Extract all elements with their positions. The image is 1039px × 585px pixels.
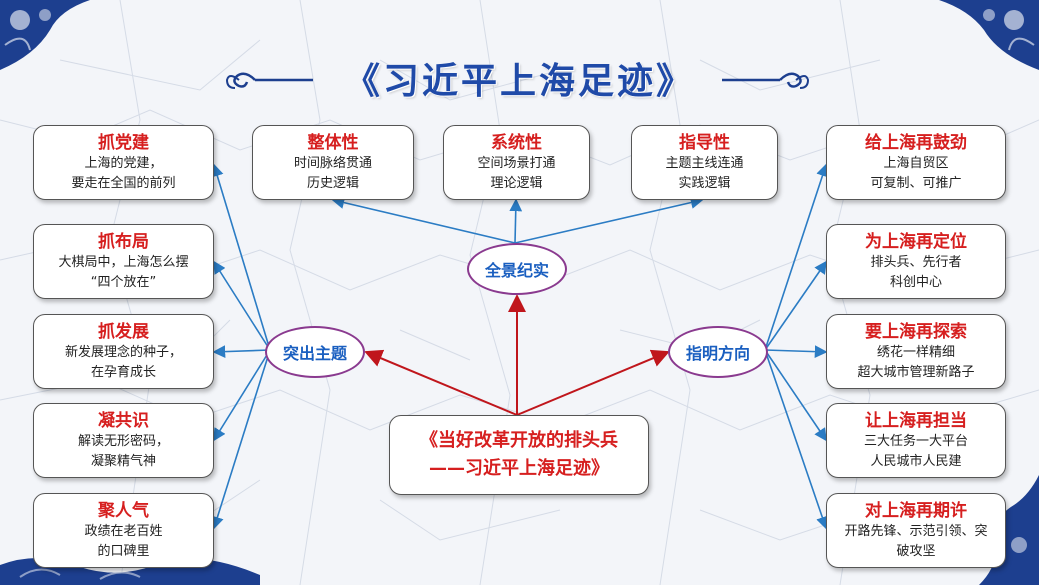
box-line: 人民城市人民建 (870, 453, 962, 469)
hub-label: 突出主题 (282, 344, 347, 363)
box-line: 超大城市管理新路子 (857, 364, 975, 380)
center-book-title: 《当好改革开放的排头兵 ——习近平上海足迹》 (389, 415, 649, 495)
top-box-1: 整体性 时间脉络贯通 历史逻辑 (252, 125, 414, 200)
box-title: 抓发展 (98, 321, 149, 342)
box-title: 抓党建 (98, 132, 149, 153)
hub-label: 指明方向 (685, 344, 750, 363)
box-line: 上海自贸区 (883, 155, 949, 171)
box-title: 凝共识 (98, 410, 149, 431)
box-line: 政绩在老百姓 (84, 523, 163, 539)
center-line-1: 《当好改革开放的排头兵 (420, 430, 618, 451)
top-box-3: 指导性 主题主线连通 实践逻辑 (631, 125, 778, 200)
box-line: 凝聚精气神 (90, 453, 156, 469)
box-line: 三大任务一大平台 (863, 433, 968, 449)
box-title: 整体性 (307, 132, 359, 153)
box-line: 新发展理念的种子， (64, 344, 182, 360)
hub-right: 指明方向 (668, 326, 768, 378)
box-title: 让上海再担当 (865, 410, 967, 431)
box-title: 聚人气 (98, 500, 149, 521)
box-line: 的口碑里 (97, 543, 150, 559)
title-ornament-left (225, 72, 313, 89)
hub-left: 突出主题 (265, 326, 365, 378)
box-title: 为上海再定位 (865, 231, 967, 252)
box-line: “四个放在” (90, 274, 157, 290)
box-line: 在孕育成长 (90, 364, 156, 380)
right-box-4: 让上海再担当 三大任务一大平台 人民城市人民建 (826, 403, 1006, 478)
box-line: 绣花一样精细 (876, 344, 955, 360)
box-line: 科创中心 (889, 274, 942, 290)
box-line: 时间脉络贯通 (293, 155, 372, 171)
top-box-2: 系统性 空间场景打通 理论逻辑 (443, 125, 590, 200)
hub-top: 全景纪实 (467, 243, 567, 295)
box-line: 开路先锋、示范引领、突 (844, 523, 988, 539)
box-line: 上海的党建， (84, 155, 163, 171)
left-box-3: 抓发展 新发展理念的种子， 在孕育成长 (33, 314, 214, 389)
left-box-2: 抓布局 大棋局中，上海怎么摆 “四个放在” (33, 224, 214, 299)
box-line: 大棋局中，上海怎么摆 (58, 254, 189, 270)
left-box-5: 聚人气 政绩在老百姓 的口碑里 (33, 493, 214, 568)
box-title: 指导性 (679, 132, 730, 153)
box-line: 历史逻辑 (306, 175, 359, 191)
corner-ornament-bottom-right (979, 475, 1039, 585)
box-line: 空间场景打通 (477, 155, 556, 171)
box-title: 要上海再探索 (865, 321, 967, 342)
box-title: 对上海再期许 (865, 500, 967, 521)
box-line: 要走在全国的前列 (71, 175, 176, 191)
box-line: 理论逻辑 (490, 175, 543, 191)
right-box-5: 对上海再期许 开路先锋、示范引领、突 破攻坚 (826, 493, 1006, 568)
hub-label: 全景纪实 (484, 261, 549, 280)
box-line: 可复制、可推广 (870, 175, 962, 191)
corner-ornament-top-right (939, 0, 1039, 70)
right-box-1: 给上海再鼓劲 上海自贸区 可复制、可推广 (826, 125, 1006, 200)
box-line: 破攻坚 (896, 543, 936, 559)
box-line: 实践逻辑 (678, 175, 731, 191)
right-box-3: 要上海再探索 绣花一样精细 超大城市管理新路子 (826, 314, 1006, 389)
box-title: 系统性 (491, 132, 542, 153)
left-box-4: 凝共识 解读无形密码， 凝聚精气神 (33, 403, 214, 478)
center-line-2: ——习近平上海足迹》 (429, 458, 609, 479)
box-line: 排头兵、先行者 (870, 254, 962, 270)
right-box-2: 为上海再定位 排头兵、先行者 科创中心 (826, 224, 1006, 299)
box-title: 给上海再鼓劲 (865, 132, 967, 153)
left-box-1: 抓党建 上海的党建， 要走在全国的前列 (33, 125, 214, 200)
box-line: 解读无形密码， (77, 433, 169, 449)
page-title: 《习近平上海足迹》 (343, 61, 695, 102)
title-bar: 《习近平上海足迹》 (0, 50, 1039, 106)
box-line: 主题主线连通 (665, 155, 744, 171)
box-title: 抓布局 (98, 231, 149, 252)
corner-ornament-top-left (0, 0, 90, 70)
title-ornament-right (722, 72, 810, 89)
